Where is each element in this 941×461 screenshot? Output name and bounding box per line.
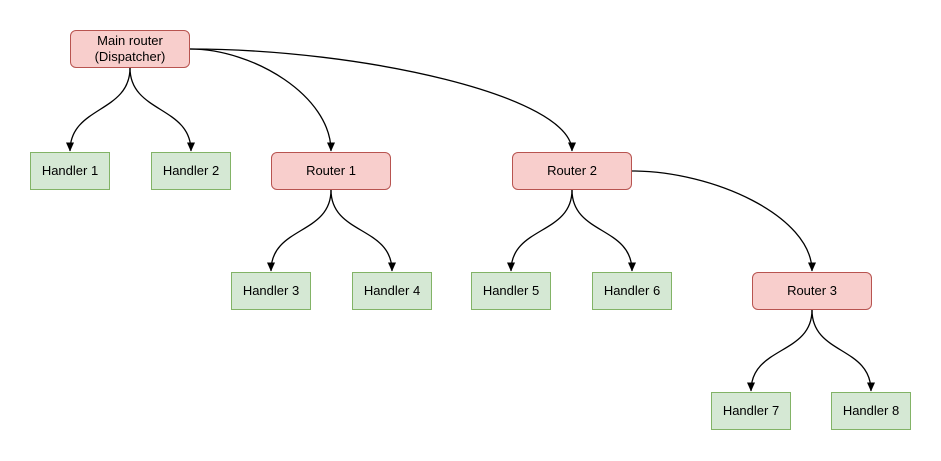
node-label-handler-1: Handler 1 — [41, 162, 99, 178]
node-handler-6: Handler 6 — [592, 272, 672, 310]
edge-router-1-to-handler-4 — [330, 189, 396, 272]
edge-router-3-to-handler-8 — [811, 309, 875, 392]
edge-group — [66, 48, 875, 392]
node-label-handler-8: Handler 8 — [842, 402, 900, 418]
node-router-2: Router 2 — [512, 152, 632, 190]
node-router-3: Router 3 — [752, 272, 872, 310]
edge-router-2-to-handler-6 — [571, 189, 636, 272]
node-label-handler-5: Handler 5 — [482, 282, 540, 298]
edge-main-router-to-handler-2 — [129, 67, 195, 152]
node-label-handler-6: Handler 6 — [603, 282, 661, 298]
node-label-router-2: Router 2 — [547, 162, 597, 178]
node-handler-5: Handler 5 — [471, 272, 551, 310]
edge-router-1-to-handler-3 — [267, 189, 332, 272]
node-label-handler-3: Handler 3 — [242, 282, 300, 298]
edge-main-router-to-router-1 — [189, 48, 335, 152]
node-label-router-3: Router 3 — [787, 282, 837, 298]
edge-router-3-to-handler-7 — [747, 309, 813, 392]
node-handler-2: Handler 2 — [151, 152, 231, 190]
node-label-router-1: Router 1 — [306, 162, 356, 178]
node-router-1: Router 1 — [271, 152, 391, 190]
node-label-handler-4: Handler 4 — [363, 282, 421, 298]
node-handler-4: Handler 4 — [352, 272, 432, 310]
edge-router-2-to-handler-5 — [507, 189, 573, 272]
edge-main-router-to-handler-1 — [66, 67, 131, 152]
node-label-handler-7: Handler 7 — [722, 402, 780, 418]
edge-main-router-to-router-2 — [189, 48, 576, 152]
node-main-router: Main router (Dispatcher) — [70, 30, 190, 68]
node-label-main-router: Main router (Dispatcher) — [94, 32, 166, 64]
node-handler-7: Handler 7 — [711, 392, 791, 430]
node-handler-1: Handler 1 — [30, 152, 110, 190]
node-handler-8: Handler 8 — [831, 392, 911, 430]
node-handler-3: Handler 3 — [231, 272, 311, 310]
node-label-handler-2: Handler 2 — [162, 162, 220, 178]
edge-router-2-to-router-3 — [631, 170, 816, 272]
